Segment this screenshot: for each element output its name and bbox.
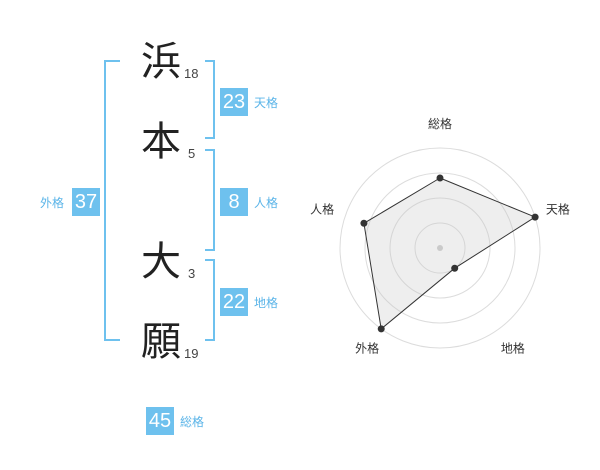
name-char-1-strokes: 18: [184, 66, 199, 81]
gaikaku-label: 外格: [40, 196, 65, 210]
soukaku-label: 総格: [180, 415, 205, 429]
jinkaku-label: 人格: [254, 196, 279, 210]
radar-point-5: [360, 219, 368, 227]
name-char-2-strokes: 5: [188, 146, 196, 161]
radar-point-4: [377, 325, 385, 333]
name-char-2: 本: [141, 119, 181, 165]
gaikaku-bracket: [104, 60, 120, 341]
radar-axis-label-5: 人格: [310, 202, 334, 217]
radar-rings: [339, 147, 541, 349]
radar-polygon: [363, 177, 537, 330]
tenkaku-bracket: [205, 60, 215, 139]
radar-axis-label-4: 外格: [355, 340, 379, 355]
radar-ring: [339, 147, 541, 349]
chikaku-label: 地格: [254, 296, 279, 310]
radar-polygon-group: [363, 177, 537, 330]
radar-axis-label-1: 総格: [428, 116, 452, 131]
name-char-4-strokes: 19: [184, 346, 199, 361]
name-char-1: 浜: [141, 39, 181, 85]
radar-points: [360, 174, 539, 333]
radar-ring: [364, 172, 516, 324]
radar-axis-label-3: 地格: [501, 340, 525, 355]
jinkaku-bracket: [205, 149, 215, 251]
gaikaku-badge: 37: [72, 188, 100, 216]
radar-point-1: [436, 174, 444, 182]
tenkaku-label: 天格: [254, 96, 279, 110]
chikaku-badge: 22: [220, 288, 248, 316]
radar-ring: [414, 222, 466, 274]
jinkaku-badge: 8: [220, 188, 248, 216]
name-char-4: 願: [141, 319, 181, 365]
name-char-3-strokes: 3: [188, 266, 196, 281]
radar-point-2: [531, 213, 539, 221]
name-char-3: 大: [141, 239, 181, 285]
radar-point-3: [451, 264, 459, 272]
radar-center: [437, 245, 443, 251]
chikaku-bracket: [205, 259, 215, 341]
radar-axis-label-2: 天格: [546, 202, 570, 217]
radar-ring: [389, 197, 491, 299]
tenkaku-badge: 23: [220, 88, 248, 116]
soukaku-badge: 45: [146, 407, 174, 435]
